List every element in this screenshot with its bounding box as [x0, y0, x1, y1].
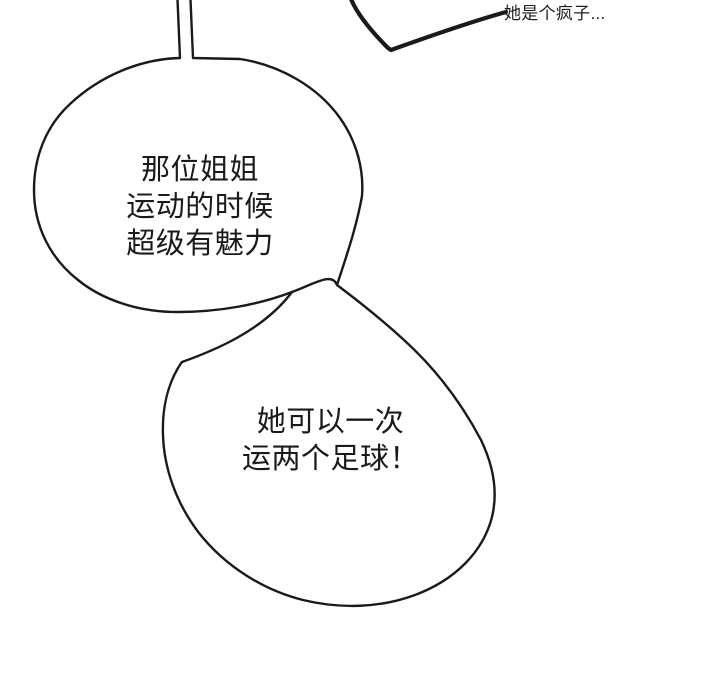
- upper-bubble-outline: [32, 0, 364, 314]
- upper-bubble-text: 那位姐姐 运动的时候 超级有魅力: [126, 154, 274, 261]
- offscreen-bubble-outline: [349, 0, 509, 53]
- lower-bubble-text: 她可以一次 运两个足球！: [241, 406, 419, 476]
- lower-bubble-outline: [161, 283, 496, 608]
- offscreen-bubble-text: 她是个疯子...: [504, 4, 606, 23]
